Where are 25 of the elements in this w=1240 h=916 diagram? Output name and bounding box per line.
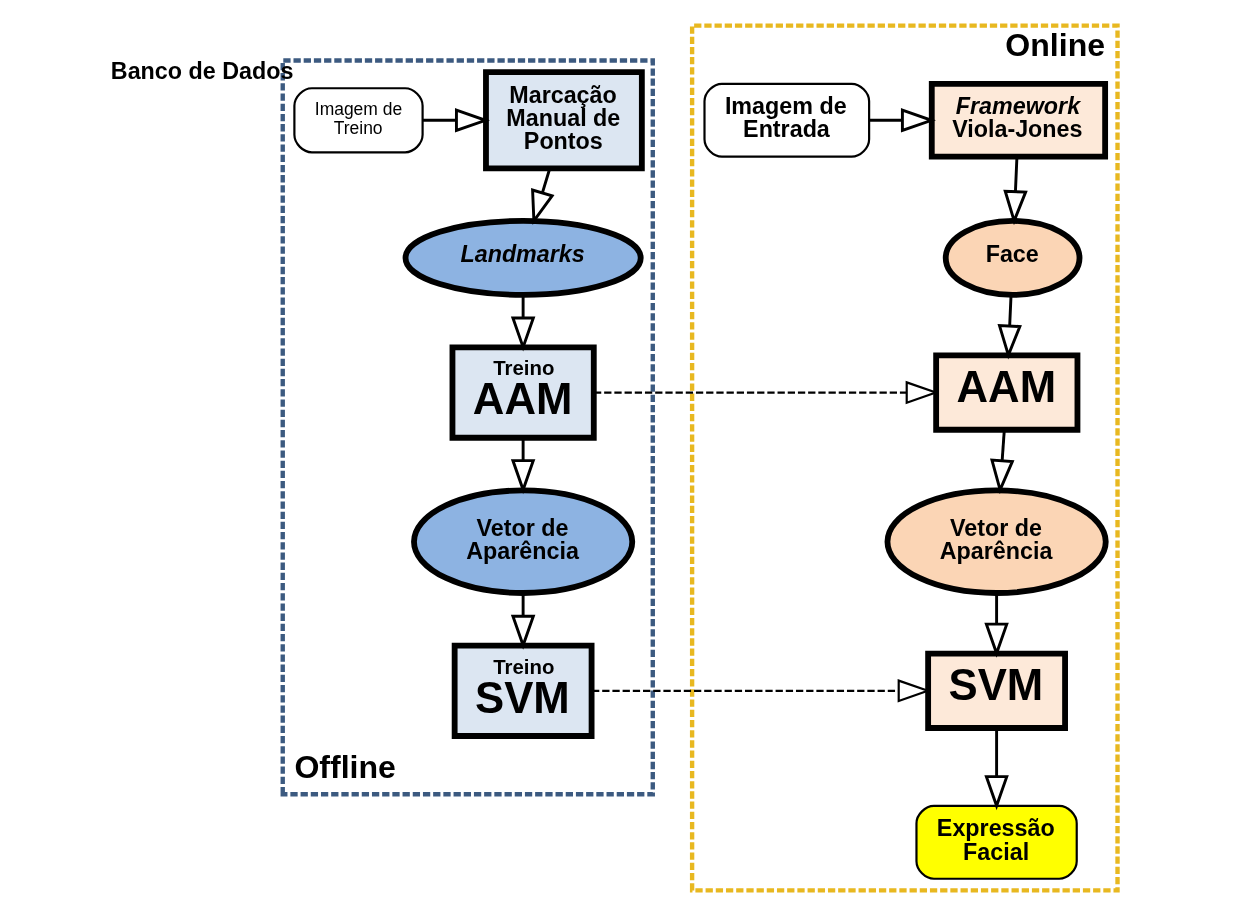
node-label: Banco de Dados (110, 58, 294, 85)
arrow (984, 593, 1009, 658)
node-box: Imagem de Treino (293, 87, 424, 154)
node-box: Imagem de Entrada (703, 82, 871, 158)
node-box: Treino AAM (449, 344, 597, 441)
arrow (510, 295, 536, 352)
arrow (510, 593, 536, 650)
node-ellipse: Landmarks (402, 217, 644, 298)
node-box: SVM (925, 650, 1068, 731)
arrow (990, 429, 1015, 495)
arrow (869, 108, 936, 133)
arrow (997, 295, 1022, 360)
node-box: Expressão Facial (915, 804, 1078, 880)
node-box: Framework Viola-Jones (928, 80, 1109, 160)
arrow (422, 108, 490, 133)
node-ellipse: Face (942, 217, 1083, 298)
node-box: AAM (933, 352, 1081, 433)
arrow (984, 728, 1009, 811)
arrow (531, 168, 555, 226)
node-ellipse: Vetor de Aparência (884, 487, 1109, 596)
node-ellipse: Vetor de Aparência (411, 487, 636, 596)
arrow (1003, 157, 1028, 226)
node-box: Marcação Manual de Pontos (483, 69, 645, 172)
arrow (510, 437, 536, 495)
node-box: Treino SVM (451, 642, 595, 739)
